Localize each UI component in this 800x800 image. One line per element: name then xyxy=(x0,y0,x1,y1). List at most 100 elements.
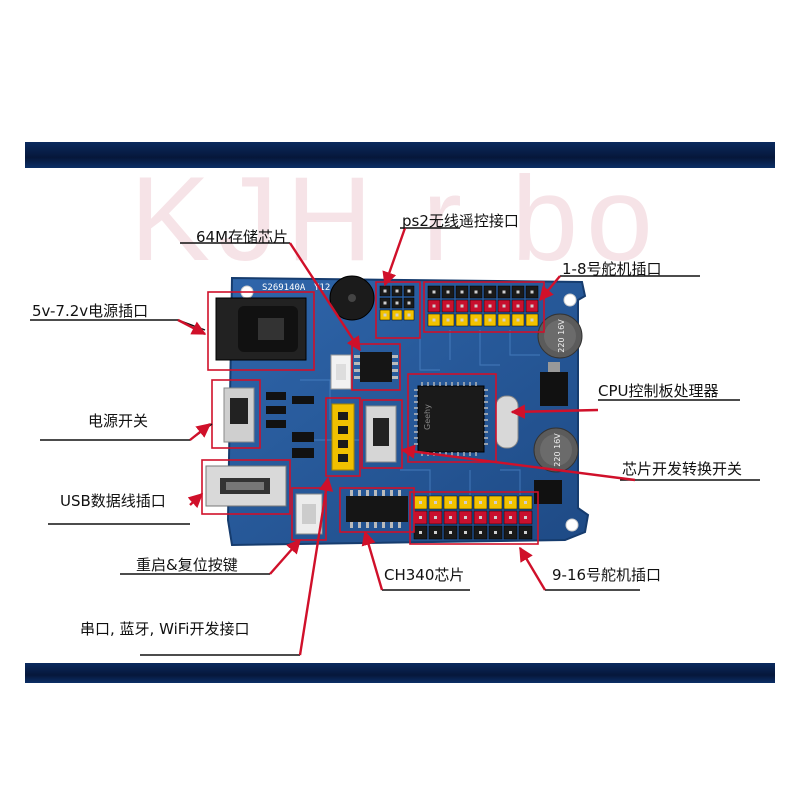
header-pin-tip xyxy=(432,304,436,308)
arrow-reset xyxy=(269,538,301,575)
crystal-oscillator xyxy=(495,395,519,449)
callout-box-servo-bottom xyxy=(409,491,539,545)
header-pin-tip xyxy=(479,516,482,519)
label-cpu: CPU控制板处理器 xyxy=(598,382,719,400)
label-power-switch: 电源开关 xyxy=(88,412,149,430)
callout-arrows xyxy=(177,227,636,656)
arrow-ch340 xyxy=(361,530,384,591)
header-pin-tip xyxy=(464,531,467,534)
header-pin-tip xyxy=(488,290,492,294)
header-pin-tip xyxy=(494,531,497,534)
header-pin-tip xyxy=(530,304,534,308)
header-pin-tip xyxy=(460,304,464,308)
header-pin-tip xyxy=(494,516,497,519)
header-pin-tip xyxy=(449,516,452,519)
header-pin-tip xyxy=(434,531,437,534)
header-pin-tip xyxy=(502,304,506,308)
callout-box-dev-header xyxy=(325,397,361,477)
header-pin-tip xyxy=(395,301,399,305)
top-banner xyxy=(25,142,775,168)
buzzer-hole xyxy=(348,294,356,302)
callout-box-mode-switch xyxy=(361,399,403,469)
label-usb-port: USB数据线插口 xyxy=(60,492,166,510)
cpu-brand-text: Geehy xyxy=(423,404,432,430)
header-pin-tip xyxy=(488,304,492,308)
header-pin-tip xyxy=(434,516,437,519)
voltage-regulator xyxy=(540,362,568,406)
header-pin-tip xyxy=(449,531,452,534)
label-ch340: CH340芯片 xyxy=(384,566,465,584)
arrow-memory xyxy=(288,242,362,352)
header-pin-tip xyxy=(432,290,436,294)
arrow-ps2 xyxy=(382,227,407,287)
callout-box-reset xyxy=(291,487,327,541)
header-pin-tip xyxy=(407,301,411,305)
header-pin-tip xyxy=(479,501,482,504)
cpu-chip: Geehy xyxy=(414,382,488,456)
label-memory-chip: 64M存储芯片 xyxy=(196,228,289,246)
callout-box-ps2 xyxy=(375,281,421,339)
header-pin-tip xyxy=(449,501,452,504)
reset-button xyxy=(295,493,323,535)
mount-hole xyxy=(565,518,579,532)
arrow-servo-bottom xyxy=(518,546,547,591)
header-pin-tip xyxy=(474,318,478,322)
callout-box-usb xyxy=(201,459,291,515)
header-pin-tip xyxy=(446,290,450,294)
arrow-serial xyxy=(298,476,334,656)
dev-mode-header xyxy=(331,403,355,471)
header-pin-tip xyxy=(479,531,482,534)
header-pin-tip xyxy=(474,304,478,308)
memory-chip xyxy=(354,352,398,382)
header-pin-tip xyxy=(530,290,534,294)
arrow-mode-switch xyxy=(400,444,636,482)
header-pin-tip xyxy=(524,516,527,519)
servo-header-1-8 xyxy=(427,285,539,327)
header-pin-tip xyxy=(383,301,387,305)
callout-box-power-jack xyxy=(207,291,315,371)
capacitor-1-label: 220 16V xyxy=(557,319,566,353)
header-pin-tip xyxy=(516,290,520,294)
header-pin-tip xyxy=(446,304,450,308)
usb-mini-port xyxy=(205,465,287,507)
header-pin-tip xyxy=(446,318,450,322)
pcb-traces xyxy=(300,330,540,500)
header-pin-tip xyxy=(407,313,411,317)
callout-boxes xyxy=(201,281,545,545)
servo-header-9-16 xyxy=(413,495,533,540)
label-mode-switch: 芯片开发转换开关 xyxy=(622,460,743,478)
label-servo-1-8: 1-8号舵机插口 xyxy=(562,260,662,278)
ps2-header xyxy=(379,285,415,321)
header-pin-tip xyxy=(502,318,506,322)
callout-box-power-switch xyxy=(211,379,261,449)
header-pin-tip xyxy=(383,289,387,293)
board-rev-text: Y12 xyxy=(314,283,330,293)
small-components xyxy=(266,392,314,458)
capacitor-2: 220 16V xyxy=(533,427,579,473)
arrow-cpu xyxy=(510,404,599,419)
header-pin-tip xyxy=(464,516,467,519)
header-pin-tip xyxy=(395,313,399,317)
header-pin-tip xyxy=(524,531,527,534)
label-servo-9-16: 9-16号舵机插口 xyxy=(552,566,662,584)
header-pin-tip xyxy=(509,501,512,504)
chip-dev-slide-switch xyxy=(365,405,397,463)
header-pin-tip xyxy=(383,313,387,317)
header-pin-tip xyxy=(488,318,492,322)
header-pin-tip xyxy=(474,290,478,294)
arrow-usb xyxy=(187,493,204,509)
capacitor-1: 220 16V xyxy=(537,313,583,359)
header-pin-tip xyxy=(502,290,506,294)
header-pin-tip xyxy=(524,501,527,504)
mount-hole xyxy=(563,293,577,307)
dc-power-jack xyxy=(215,297,307,361)
bottom-banner xyxy=(25,663,775,683)
header-pin-tip xyxy=(509,516,512,519)
label-ps2-interface: ps2无线遥控接口 xyxy=(402,212,519,230)
arrow-servo-top xyxy=(539,275,561,302)
callout-box-ch340 xyxy=(339,487,415,533)
ch340-chip xyxy=(346,490,408,528)
header-pin-tip xyxy=(509,531,512,534)
header-pin-tip xyxy=(516,304,520,308)
